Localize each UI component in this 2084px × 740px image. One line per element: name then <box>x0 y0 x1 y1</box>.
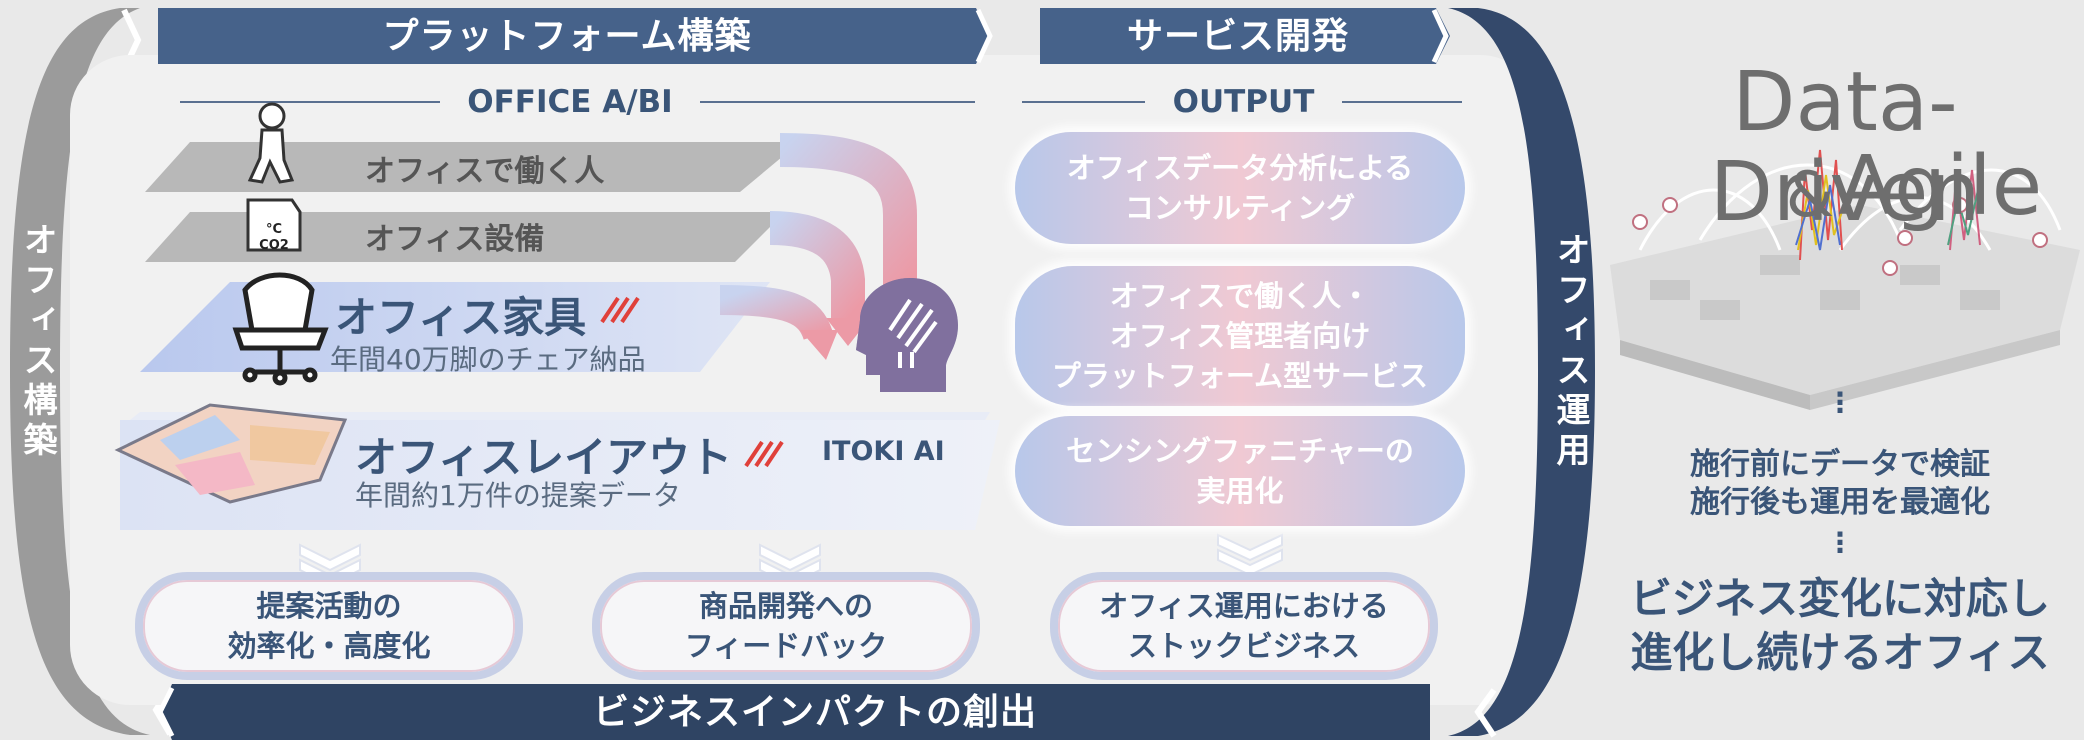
layer-furniture-sub: 年間40万脚のチェア納品 <box>330 343 646 376</box>
result-proposal-efficiency: 提案活動の 効率化・高度化 <box>135 572 523 680</box>
output-item-platform-service: オフィスで働く人・ オフィス管理者向け プラットフォーム型サービス <box>1015 266 1465 406</box>
office-3d-model-icon <box>1610 149 2080 410</box>
layer-layout: オフィスレイアウト <box>355 433 733 482</box>
side-label-office-ops: オフィス運用 <box>1550 232 1590 472</box>
output-item-consulting: オフィスデータ分析による コンサルティング <box>1015 132 1465 244</box>
title-data-driven: Data-Driven <box>1709 55 1981 240</box>
title-ampersand: & <box>1785 158 1835 231</box>
dots-top: ⋮ <box>1826 386 1854 419</box>
walking-person-icon <box>247 102 295 184</box>
banner-service: サービス開発 <box>1126 16 1349 57</box>
result-text: 提案活動の 効率化・高度化 <box>227 589 431 663</box>
layer-workers: オフィスで働く人 <box>365 154 605 189</box>
hatch-layout-icon <box>744 440 784 468</box>
output-item-sensing-furniture: センシングファニチャーの 実用化 <box>1015 416 1465 526</box>
heading-office-abi: OFFICE A/BI <box>467 84 673 120</box>
result-stock-business: オフィス運用における ストックビジネス <box>1050 572 1438 680</box>
output-item-text: オフィスで働く人・ オフィス管理者向け プラットフォーム型サービス <box>1051 279 1429 393</box>
right-text-verify: 施行前にデータで検証 施行後も運用を最適化 <box>1690 447 1990 520</box>
hatch-furniture-icon <box>600 296 640 324</box>
sensor-icon <box>246 198 302 252</box>
output-item-text: オフィスデータ分析による コンサルティング <box>1066 151 1414 225</box>
chair-icon <box>232 272 329 386</box>
result-product-feedback: 商品開発への フィードバック <box>592 572 980 680</box>
side-label-office-build: オフィス構築 <box>17 222 57 462</box>
heading-output: OUTPUT <box>1172 84 1315 120</box>
sensor-icon-text: °C CO2 <box>259 222 289 253</box>
layer-layout-sub: 年間約1万件の提案データ <box>355 479 681 512</box>
banner-platform: プラットフォーム構築 <box>382 16 752 57</box>
ai-label: ITOKI AI <box>822 436 945 467</box>
right-text-evolve: ビジネス変化に対応し 進化し続けるオフィス <box>1629 574 2050 677</box>
layer-equipment: オフィス設備 <box>365 222 545 257</box>
result-text: オフィス運用における ストックビジネス <box>1099 589 1389 663</box>
layer-furniture: オフィス家具 <box>335 293 587 342</box>
output-item-text: センシングファニチャーの 実用化 <box>1066 434 1414 508</box>
result-text: 商品開発への フィードバック <box>684 589 888 663</box>
banner-impact: ビジネスインパクトの創出 <box>592 692 1037 733</box>
dots-bottom: ⋮ <box>1826 526 1854 559</box>
ai-chip-icon <box>888 298 938 368</box>
title-agile: Agile <box>1838 139 2043 234</box>
